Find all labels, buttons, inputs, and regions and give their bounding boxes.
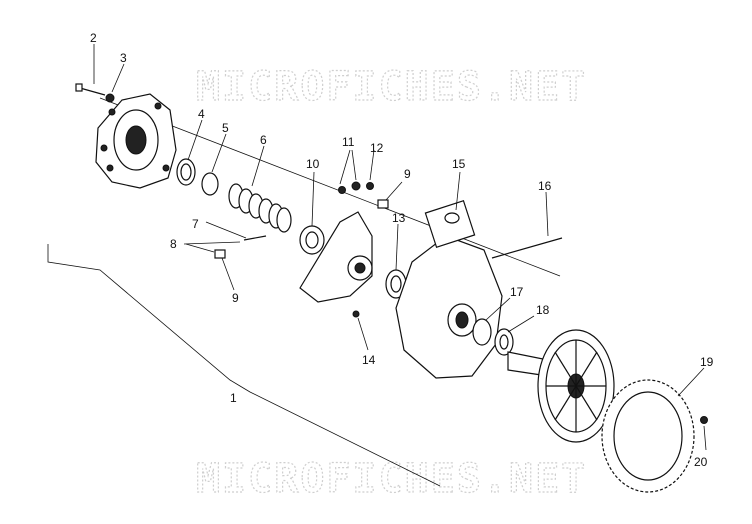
callout-18: 18 [536,303,550,317]
dowel-part [183,241,241,245]
callout-1: 1 [230,391,237,405]
callout-11: 11 [342,135,355,149]
callout-4: 4 [198,107,205,121]
leader-5 [211,133,227,173]
leader-9b [385,181,403,201]
callout-9a: 9 [232,291,239,305]
callout-20: 20 [694,455,708,469]
bushing-ring-part [176,158,196,186]
spider-bracket-part [299,211,373,303]
screw-part [352,310,360,318]
assembly-axis-line [99,97,561,277]
leader-16 [545,191,549,237]
long-bolt-part [491,237,563,259]
leader-3 [111,63,125,93]
leader-14 [357,317,369,351]
callout-9b: 9 [404,167,411,181]
cap-part [214,249,226,259]
callout-10: 10 [306,157,320,171]
callout-17: 17 [510,285,524,299]
leader-18 [507,315,535,333]
watermark-top: MICROFICHES.NET [196,64,587,110]
leader-6 [251,145,265,187]
nut-part-3 [366,182,374,190]
spring-part [228,183,292,233]
leader-15 [455,171,461,211]
callout-3: 3 [120,51,127,65]
callout-5: 5 [222,121,229,135]
callout-7: 7 [192,217,199,231]
watermark-bottom: MICROFICHES.NET [196,456,587,502]
gear-screw-part [700,416,708,424]
washer-part [105,93,115,103]
callout-13: 13 [392,211,406,225]
leader-19 [677,367,705,397]
sheave-part [395,235,503,379]
leader-11b [351,149,357,181]
leader-11 [339,149,351,185]
nut-part-2 [351,181,361,191]
callout-6: 6 [260,133,267,147]
spoked-pulley-part [537,329,615,443]
leader-17 [485,297,511,321]
callout-12: 12 [370,141,384,155]
pin-part [243,235,267,241]
leader-7 [205,221,247,239]
leader-4 [187,119,203,161]
callout-8: 8 [170,237,177,251]
tag-part [424,199,476,249]
leader-8 [185,243,215,253]
leader-12 [369,149,375,181]
callout-2: 2 [90,31,97,45]
ring-gear-part [601,379,695,493]
callout-16: 16 [538,179,552,193]
leader-9a [221,257,235,291]
leader-10 [311,171,315,227]
assembly-bracket [47,244,441,487]
nut-part [338,186,346,194]
callout-14: 14 [362,353,376,367]
bearing-ring-part [472,318,492,346]
callout-15: 15 [452,157,466,171]
shaft-ring-part [494,328,514,356]
cover-plate-part [95,93,177,189]
bolt-part [75,83,106,96]
snap-ring-part [201,172,219,196]
roller-part [299,225,325,255]
leader-13 [395,223,399,271]
leader-20 [703,425,707,451]
callout-19: 19 [700,355,714,369]
cap-part-2 [377,199,389,209]
